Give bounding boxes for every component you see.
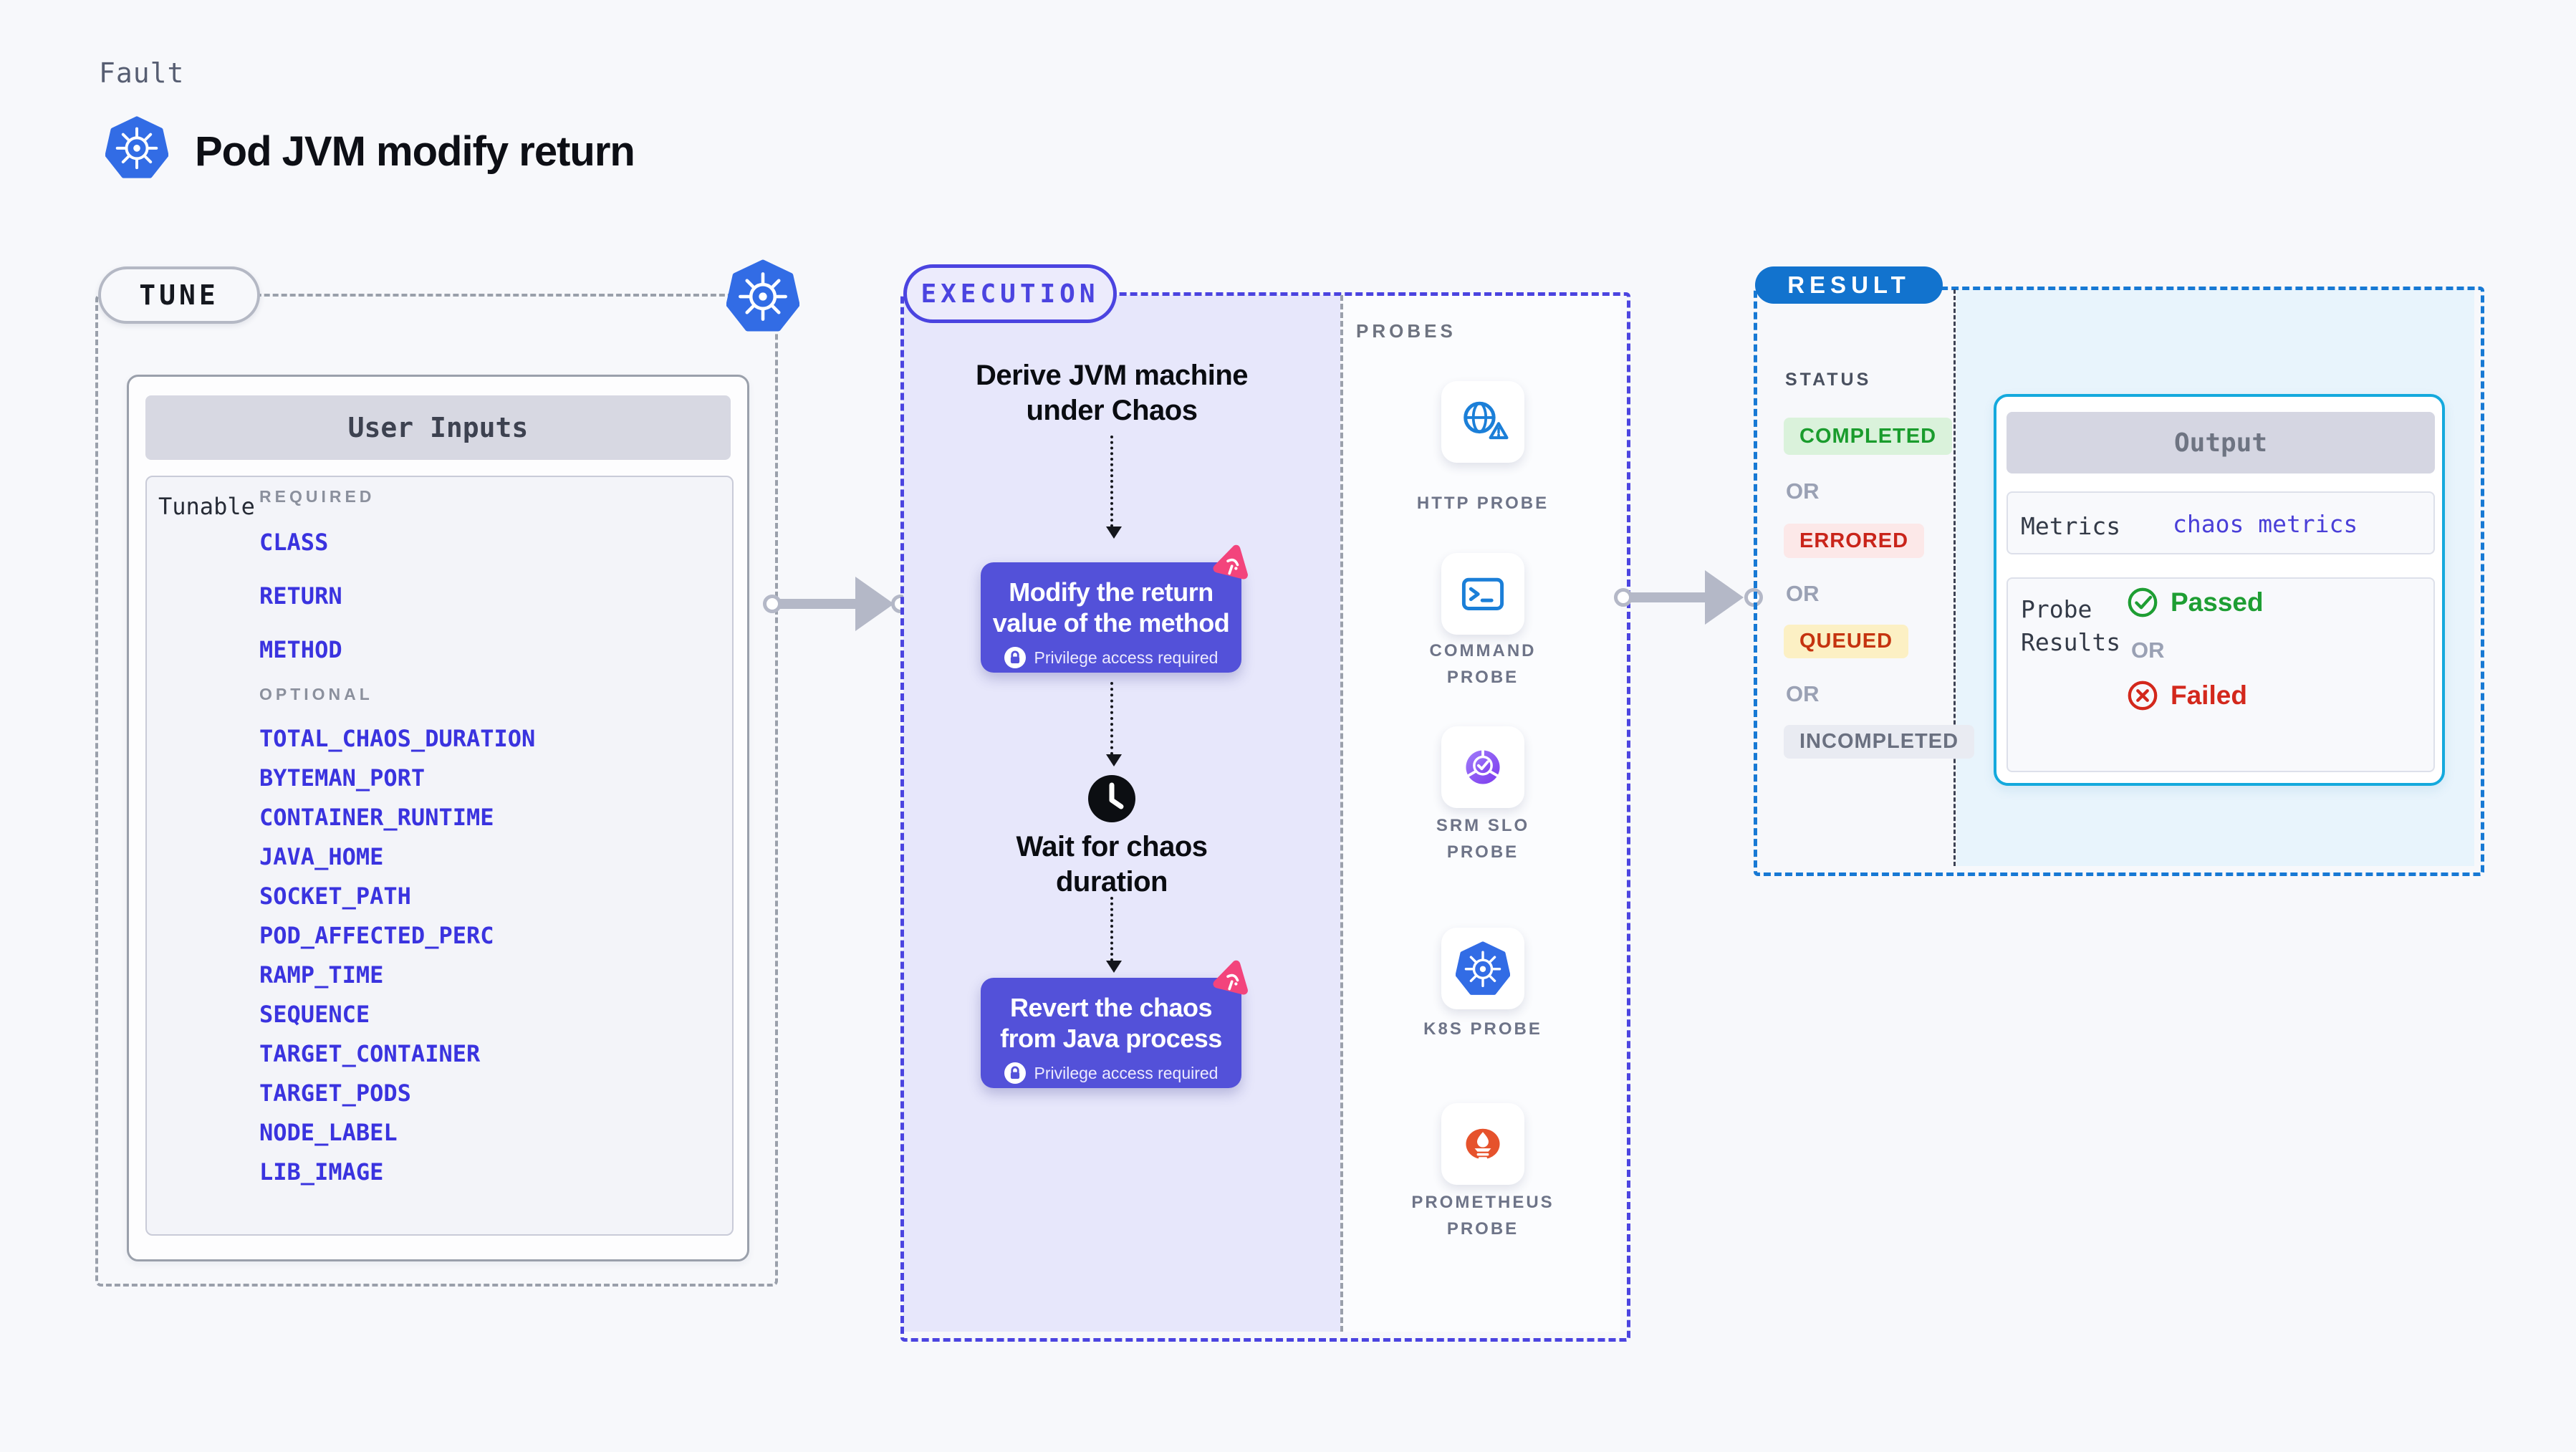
flow-arrow-down-icon (1106, 436, 1122, 539)
param-link[interactable]: BYTEMAN_PORT (259, 764, 426, 792)
result-divider (1953, 289, 1956, 866)
step-wait-label: Wait for chaos duration (1016, 831, 1208, 898)
required-group-label: REQUIRED (259, 487, 375, 506)
status-label: STATUS (1785, 370, 1872, 390)
privilege-note: Privilege access required (1034, 648, 1219, 667)
param-link[interactable]: TARGET_PODS (259, 1080, 411, 1107)
probe-label: K8S PROBE (1423, 1019, 1542, 1039)
param-link[interactable]: NODE_LABEL (259, 1119, 398, 1146)
param-link[interactable]: SEQUENCE (259, 1001, 370, 1028)
page-title: Pod JVM modify return (195, 128, 635, 175)
x-circle-icon (2126, 679, 2159, 712)
status-badge-queued: QUEUED (1784, 625, 1909, 658)
passed-row: Passed (2126, 586, 2264, 619)
probe-label: SRM SLO PROBE (1436, 816, 1530, 862)
param-link[interactable]: LIB_IMAGE (259, 1158, 384, 1186)
optional-group-label: OPTIONAL (259, 685, 373, 703)
fault-eyebrow: Fault (99, 57, 185, 89)
srm-slo-probe-card[interactable] (1441, 726, 1524, 808)
param-link[interactable]: METHOD (259, 636, 342, 663)
param-link[interactable]: POD_AFFECTED_PERC (259, 922, 494, 949)
metrics-row: Metrics chaos metrics (2007, 491, 2435, 554)
connector-node (763, 595, 782, 613)
output-card: Output Metrics chaos metrics Probe Resul… (1994, 394, 2445, 786)
command-probe-card[interactable] (1441, 553, 1524, 635)
param-link[interactable]: CLASS (259, 529, 329, 556)
step-revert-label: Revert the chaos from Java process (1000, 993, 1222, 1054)
result-section-box (1754, 287, 2484, 876)
probe-results-row: Probe Results Passed OR Failed (2007, 577, 2435, 772)
result-badge: RESULT (1755, 266, 1943, 304)
probes-divider (1340, 295, 1343, 1332)
step-modify-label: Modify the return value of the method (992, 577, 1230, 638)
metrics-label: Metrics (2021, 512, 2121, 540)
kubernetes-icon (105, 113, 168, 182)
connector-node (1614, 588, 1633, 607)
chaos-metrics-link[interactable]: chaos metrics (2173, 510, 2358, 538)
kubernetes-icon (1456, 941, 1510, 996)
or-label: OR (1786, 581, 1820, 606)
k8s-probe-card[interactable] (1441, 928, 1524, 1009)
user-inputs-header: User Inputs (145, 395, 731, 460)
tunable-row-label: Tunable (158, 493, 255, 520)
status-badge-incompleted: INCOMPLETED (1784, 725, 1975, 759)
param-link[interactable]: RAMP_TIME (259, 961, 384, 989)
execution-section-box (900, 292, 1630, 1342)
param-link[interactable]: TOTAL_CHAOS_DURATION (259, 725, 536, 752)
arrow-head-icon (855, 577, 894, 631)
terminal-icon (1456, 567, 1510, 621)
status-badge-errored: ERRORED (1784, 524, 1925, 558)
probes-to-result-arrow (1628, 592, 1706, 602)
or-label: OR (1786, 479, 1820, 504)
probe-label: PROMETHEUS PROBE (1411, 1193, 1554, 1239)
lock-icon (1004, 647, 1026, 668)
tunables-panel: Tunable REQUIRED CLASS RETURN METHOD OPT… (145, 476, 734, 1236)
tune-section-box (95, 294, 778, 1287)
step-modify-box: Modify the return value of the method Pr… (981, 562, 1241, 673)
lock-icon (1004, 1062, 1026, 1084)
param-link[interactable]: JAVA_HOME (259, 843, 384, 870)
or-label: OR (2131, 638, 2165, 663)
probe-results-label: Probe Results (2021, 595, 2121, 657)
prometheus-icon (1456, 1117, 1510, 1171)
flow-arrow-down-icon (1106, 682, 1122, 766)
tunables-list: REQUIRED CLASS RETURN METHOD OPTIONAL TO… (259, 486, 535, 1187)
failed-label: Failed (2171, 681, 2247, 710)
param-link[interactable]: CONTAINER_RUNTIME (259, 804, 494, 831)
clock-icon (1088, 775, 1135, 822)
or-label: OR (1786, 681, 1820, 706)
kubernetes-icon (726, 258, 799, 334)
param-link[interactable]: TARGET_CONTAINER (259, 1040, 481, 1067)
passed-label: Passed (2171, 587, 2264, 617)
param-link[interactable]: SOCKET_PATH (259, 883, 411, 910)
tune-to-execution-arrow (777, 599, 857, 609)
execution-badge: EXECUTION (903, 264, 1117, 323)
globe-warning-icon (1456, 395, 1510, 449)
step-derive-label: Derive JVM machine under Chaos (975, 360, 1249, 426)
probes-label: PROBES (1356, 320, 1456, 342)
step-revert-box: Revert the chaos from Java process Privi… (981, 978, 1241, 1088)
check-circle-icon (2126, 586, 2159, 619)
privilege-note: Privilege access required (1034, 1063, 1219, 1082)
probe-label: HTTP PROBE (1416, 494, 1549, 513)
prometheus-probe-card[interactable] (1441, 1103, 1524, 1185)
arrow-head-icon (1705, 570, 1744, 625)
output-header: Output (2007, 412, 2435, 473)
flow-arrow-down-icon (1106, 897, 1122, 973)
status-badge-completed: COMPLETED (1784, 418, 1953, 455)
http-probe-card[interactable] (1441, 381, 1524, 463)
tune-badge: TUNE (98, 266, 260, 324)
slo-gauge-icon (1456, 740, 1510, 794)
param-link[interactable]: RETURN (259, 582, 342, 610)
probe-label: COMMAND PROBE (1429, 641, 1537, 688)
user-inputs-card: User Inputs Tunable REQUIRED CLASS RETUR… (127, 375, 749, 1261)
failed-row: Failed (2126, 679, 2247, 712)
